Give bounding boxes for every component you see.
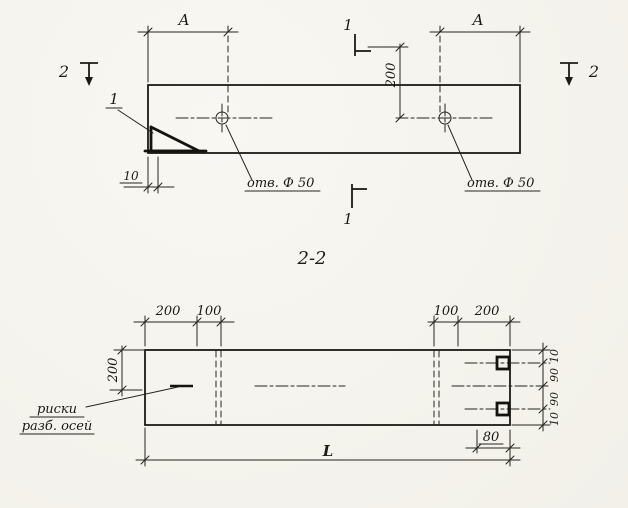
corner-triangle-hypotenuse: [149, 125, 201, 153]
dim-80-label: 80: [483, 430, 500, 445]
dim-a-left: A: [137, 11, 239, 113]
section-mark-2-right: 2: [560, 62, 599, 86]
dim-length: L: [135, 427, 521, 467]
axes-note: риски разб. осей: [19, 386, 179, 435]
dim-10: 10: [119, 156, 175, 194]
dim-90-lower-label: 90: [548, 392, 561, 406]
dim-ticks: [140, 455, 515, 465]
dim-10-bottom-label: 10: [548, 412, 561, 426]
dim-right-stack: 10 90 90 10: [511, 342, 561, 432]
section2-right-label: 2: [588, 62, 599, 81]
section-view: 2-2 200 100 100 200: [19, 248, 561, 467]
dim-ticks: [143, 27, 233, 37]
extension-lines: [109, 349, 147, 391]
axes-note-line1: риски: [37, 402, 77, 417]
hole-label-right: отв. Ф 50: [447, 124, 541, 192]
section-mark-2-left: 2: [58, 62, 98, 86]
leader-line: [117, 109, 154, 134]
dim-100-label: 100: [197, 304, 222, 319]
hole-left-text: отв. Ф 50: [247, 176, 314, 191]
beam-plan-outline: [147, 84, 521, 154]
dim-ticks: [429, 317, 515, 327]
beam-section-outline: [144, 349, 511, 426]
extension-lines: [147, 156, 159, 194]
dim-top-left: 200 100: [133, 304, 235, 347]
hole-right-text: отв. Ф 50: [467, 176, 534, 191]
dim-200-label: 200: [474, 304, 500, 319]
dim-80: 80: [465, 429, 521, 454]
dim-ticks: [538, 345, 548, 430]
section-mark-1-bottom: 1: [343, 184, 367, 228]
end-notch-lower: [495, 401, 511, 417]
dim-200-vertical: 200: [367, 42, 409, 123]
extension-lines: [433, 315, 511, 347]
dim-200-label: 200: [155, 304, 181, 319]
section2-left-label: 2: [58, 62, 69, 81]
hole-label-left: отв. Ф 50: [225, 124, 321, 192]
dim-ticks: [435, 27, 525, 37]
axes-note-line2: разб. осей: [22, 419, 93, 434]
dim-a-left-label: A: [177, 11, 190, 29]
dim-left-200-label: 200: [106, 358, 121, 384]
dim-200-label: 200: [384, 63, 399, 89]
section-mark-1-top: 1: [343, 16, 371, 56]
top-view: A A 200 1 1: [58, 11, 599, 228]
dim-top-right: 100 200: [427, 304, 521, 347]
callout-1: 1: [105, 90, 154, 134]
dim-a-right-label: A: [471, 11, 484, 29]
dim-10-top-label: 10: [548, 349, 561, 363]
section1-bottom-label: 1: [343, 210, 353, 228]
dim-ticks: [140, 317, 226, 327]
dim-left-200: 200: [106, 345, 147, 397]
hidden-lines: [215, 350, 440, 425]
extension-lines: [144, 315, 222, 347]
dim-a-right: A: [429, 11, 531, 113]
leader-line: [85, 386, 179, 408]
leader-line: [447, 124, 473, 181]
dim-ticks: [143, 182, 163, 192]
hole-centerlines: [175, 103, 495, 133]
section-title: 2-2: [297, 248, 327, 269]
leader-line: [225, 124, 253, 181]
dim-100-label: 100: [434, 304, 459, 319]
dim-length-label: L: [322, 442, 334, 460]
section1-top-label: 1: [343, 16, 353, 34]
arrow-down-icon: [565, 77, 573, 86]
dim-10-label: 10: [123, 169, 139, 183]
arrow-down-icon: [85, 77, 93, 86]
end-notch-upper: [495, 355, 511, 371]
callout-1-label: 1: [109, 90, 119, 108]
dim-90-upper-label: 90: [548, 368, 561, 382]
dim-ticks: [395, 42, 405, 123]
center-axes: [254, 362, 551, 410]
dim-ticks: [117, 345, 127, 395]
